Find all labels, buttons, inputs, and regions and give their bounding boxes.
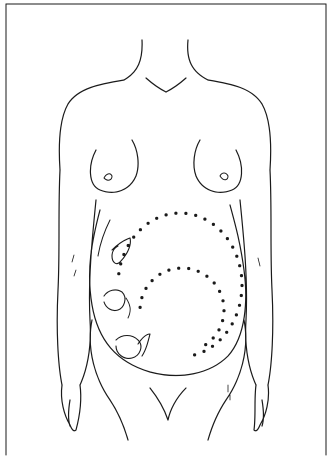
uterus-dot [117, 272, 120, 275]
fetal-back-dot [205, 275, 208, 278]
uterus-dotted-outline [117, 212, 243, 357]
uterus-dot [194, 214, 197, 217]
uterus-dot [203, 218, 206, 221]
uterus-dot [231, 322, 234, 325]
fetal-back-dot [197, 270, 200, 273]
uterus-dot [238, 304, 241, 307]
fetal-back-dot [158, 273, 161, 276]
uterus-dot [235, 255, 238, 258]
uterus-dot [174, 212, 177, 215]
uterus-dot [226, 237, 229, 240]
uterus-dot [219, 338, 222, 341]
uterus-dot [238, 264, 241, 267]
fetal-back-dot [187, 267, 190, 270]
fetal-back-dot [221, 299, 224, 302]
fetal-back-dot [151, 279, 154, 282]
uterus-dot [212, 223, 215, 226]
uterus-dot [193, 353, 196, 356]
uterus-dot [202, 350, 205, 353]
left-arm [57, 170, 96, 431]
fetal-back-dot [167, 269, 170, 272]
fetal-back-dot [213, 281, 216, 284]
uterus-dot [132, 236, 135, 239]
fetal-back-dot [212, 336, 215, 339]
uterus-dot [127, 244, 130, 247]
uterus-dot [240, 284, 243, 287]
uterus-dot [155, 217, 158, 220]
fetal-back-dot [218, 290, 221, 293]
image-border [6, 4, 326, 455]
neck [124, 40, 208, 92]
uterus-dot [240, 274, 243, 277]
uterus-dot [219, 229, 222, 232]
uterus-dot [139, 228, 142, 231]
uterus-dot [211, 345, 214, 348]
breasts [90, 140, 241, 192]
side-shading [72, 255, 260, 400]
fetal-back-dot [144, 287, 147, 290]
right-arm [240, 170, 273, 431]
fetal-back-dot [222, 309, 225, 312]
uterus-dot [231, 246, 234, 249]
fetal-back-dot [177, 267, 180, 270]
uterus-dot [235, 313, 238, 316]
hips [90, 320, 246, 440]
uterus-dot [240, 294, 243, 297]
uterus-dot [119, 262, 122, 265]
uterus-dot [147, 222, 150, 225]
uterus-dot [165, 213, 168, 216]
fetal-back-dot [217, 328, 220, 331]
fetal-back-dotted-outline [139, 267, 226, 347]
fetal-back-dot [139, 306, 142, 309]
fetal-back-dot [140, 296, 143, 299]
uterus-dot [122, 253, 125, 256]
fetal-back-dot [204, 343, 207, 346]
uterus-dot [184, 212, 187, 215]
fetal-back-dot [221, 319, 224, 322]
uterus-dot [225, 331, 228, 334]
